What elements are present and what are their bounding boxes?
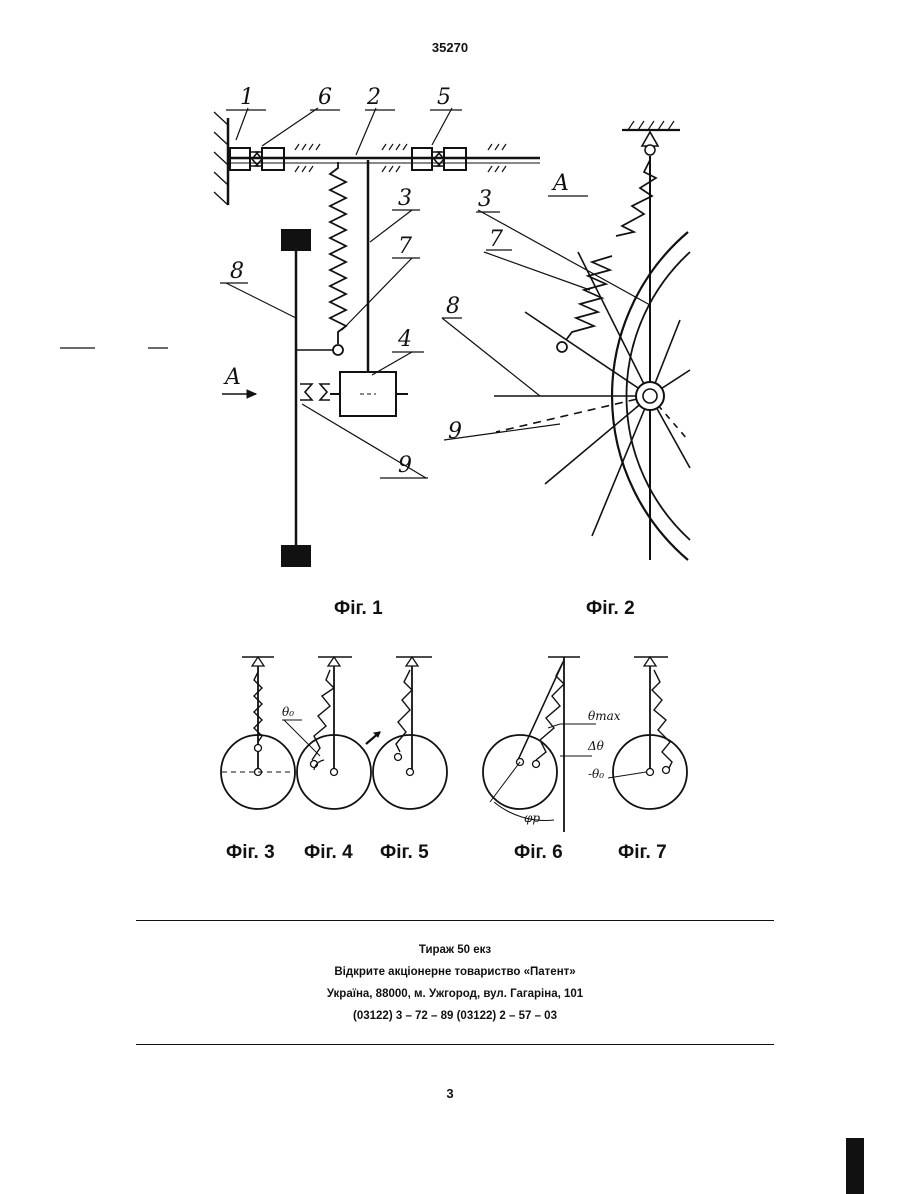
figure-1-drawing — [60, 108, 540, 566]
footer-rule-top — [136, 920, 774, 921]
fig2-label-8: 8 — [446, 294, 460, 319]
label-6: 6 — [318, 85, 332, 110]
label-phi-p: φp — [524, 811, 540, 825]
small-figure-labels: θ₀ θmax Δθ -θ₀ φp — [282, 705, 621, 825]
label-3: 3 — [398, 186, 412, 211]
fig6-drawing — [483, 657, 596, 832]
spring-7 — [330, 162, 346, 344]
label-9: 9 — [398, 453, 412, 478]
spring-pivot — [333, 345, 343, 355]
fig7-drawing — [608, 657, 687, 809]
label-1: 1 — [240, 85, 254, 110]
footer-phones: (03122) 3 – 72 – 89 (03122) 2 – 57 – 03 — [136, 1010, 774, 1022]
footer-address: Україна, 88000, м. Ужгород, вул. Гагарін… — [136, 988, 774, 1000]
footer-rule-bottom — [136, 1044, 774, 1045]
hub-outer — [636, 382, 664, 410]
label-delta-theta: Δθ — [587, 739, 605, 753]
label-minus-theta0: -θ₀ — [588, 767, 604, 781]
scan-mark — [846, 1138, 864, 1194]
small-figures — [221, 657, 687, 832]
label-7: 7 — [398, 234, 412, 259]
label-A-arrow: A — [223, 365, 241, 390]
fig5-drawing — [366, 657, 447, 809]
figure-2-labels: A 3 7 8 9 — [446, 171, 569, 444]
label-5: 5 — [437, 85, 451, 110]
footer-circulation: Тираж 50 екз — [136, 944, 774, 956]
fig2-spring-7 — [566, 256, 612, 340]
label-8: 8 — [230, 259, 244, 284]
caption-fig2: Фіг. 2 — [586, 598, 635, 620]
fig2-label-3: 3 — [478, 187, 492, 212]
fig2-label-7: 7 — [489, 227, 503, 252]
caption-fig5: Фіг. 5 — [380, 842, 429, 864]
caption-fig7: Фіг. 7 — [618, 842, 667, 864]
fig3-drawing — [221, 657, 295, 809]
label-theta-max: θmax — [588, 709, 621, 723]
fig2-label-view: A — [551, 171, 569, 196]
fig4-drawing — [282, 657, 371, 809]
caption-fig1: Фіг. 1 — [334, 598, 383, 620]
wall-hatch — [214, 112, 228, 205]
label-theta0: θ₀ — [282, 705, 294, 719]
label-4: 4 — [397, 327, 412, 352]
caption-fig4: Фіг. 4 — [304, 842, 353, 864]
page-number: 3 — [0, 1086, 900, 1101]
fig2-label-9: 9 — [448, 419, 462, 444]
caption-fig3: Фіг. 3 — [226, 842, 275, 864]
rim-top — [282, 230, 310, 250]
footer-publisher: Відкрите акціонерне товариство «Патент» — [136, 966, 774, 978]
label-2: 2 — [366, 85, 381, 110]
caption-fig6: Фіг. 6 — [514, 842, 563, 864]
rim-bottom — [282, 546, 310, 566]
coupling-9 — [300, 384, 312, 400]
